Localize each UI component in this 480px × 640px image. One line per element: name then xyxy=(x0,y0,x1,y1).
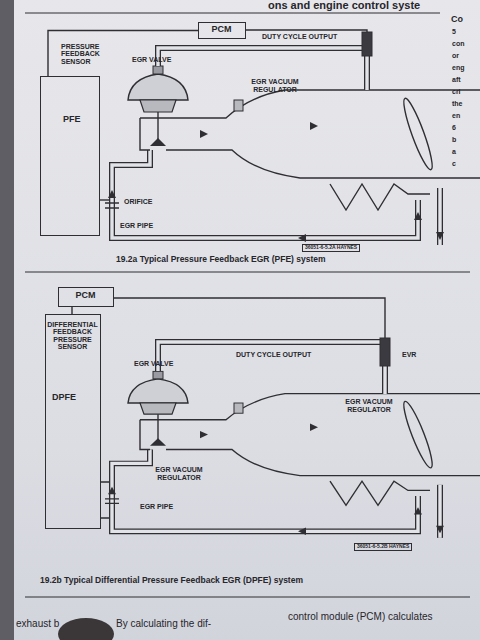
part-label: DUTY CYCLE OUTPUT xyxy=(262,33,362,41)
figure-rule xyxy=(25,272,470,273)
vacuum-hose xyxy=(364,56,370,90)
body-text: exhaust b xyxy=(16,618,76,629)
part-label: ORIFICE xyxy=(124,198,174,206)
part-label: EGR VALVE xyxy=(134,360,194,368)
part-label: b xyxy=(452,136,478,144)
signal-wire xyxy=(71,307,72,314)
body-text: By calculating the dif- xyxy=(116,618,276,629)
part-label: EGR VALVE xyxy=(132,56,192,64)
part-label: the xyxy=(452,100,478,108)
part-label: en xyxy=(452,112,478,120)
part-label: eng xyxy=(452,64,478,72)
figure-rule xyxy=(25,597,470,598)
part-label: 5 xyxy=(452,28,478,36)
evr-symbol xyxy=(362,32,372,56)
part-label: EGR PIPE xyxy=(120,222,170,230)
signal-wire xyxy=(48,31,198,77)
sensor-hose xyxy=(101,482,109,518)
part-label: or xyxy=(452,52,478,60)
thumb xyxy=(58,618,114,640)
controller-box: PCM xyxy=(198,22,246,39)
body-text: control module (PCM) calculates xyxy=(288,611,478,622)
evr-symbol xyxy=(380,338,390,366)
vacuum-hose-inner xyxy=(383,366,386,394)
part-label: aft xyxy=(452,76,478,84)
box-label: PFE xyxy=(63,115,97,124)
sensor-box: PRESSURE FEEDBACK SENSORPFE xyxy=(40,76,100,236)
part-label: cri xyxy=(452,88,478,96)
sensor-hose xyxy=(100,199,109,200)
part-label: EGR VACUUM REGULATOR xyxy=(334,398,404,413)
vacuum-hose-inner xyxy=(365,56,368,90)
duty-cycle-wire xyxy=(114,298,385,338)
part-label: DUTY CYCLE OUTPUT xyxy=(236,351,336,359)
sensor-heading: PRESSURE FEEDBACK SENSOR xyxy=(61,43,117,65)
vacuum-hose xyxy=(158,48,362,66)
figure-b-mechanism xyxy=(105,371,480,537)
header-rule xyxy=(25,13,440,14)
controller-box: PCM xyxy=(58,287,114,307)
sensor-box: DIFFERENTIAL FEEDBACK PRESSURE SENSOR DPF… xyxy=(45,314,101,529)
figure-caption: Co xyxy=(451,15,479,25)
part-label: EGR PIPE xyxy=(140,503,190,511)
part-label: EGR VACUUM REGULATOR xyxy=(244,78,306,93)
figure-id: 36051-6-5.2B HAYNES xyxy=(354,543,412,551)
box-label: PCM xyxy=(59,291,112,300)
sensor-heading: DIFFERENTIAL FEEDBACK PRESSURE SENSOR xyxy=(46,321,99,350)
vacuum-hose xyxy=(382,366,388,394)
part-label: con xyxy=(452,40,478,48)
part-label: 6 xyxy=(452,124,478,132)
part-label: a xyxy=(452,148,478,156)
book-edge xyxy=(0,0,14,640)
figure-a-mechanism xyxy=(105,66,480,245)
vacuum-hose-inner xyxy=(158,342,380,371)
box-label: DPFE xyxy=(52,393,96,402)
part-label: EVR xyxy=(402,351,432,359)
figure-caption: 19.2b Typical Differential Pressure Feed… xyxy=(40,576,440,585)
figure-id: 36051-6-5.2A HAYNES xyxy=(302,244,360,252)
figure-caption: 19.2a Typical Pressure Feedback EGR (PFE… xyxy=(116,255,436,264)
part-label: EGR VACUUM REGULATOR xyxy=(146,466,212,481)
box-label: PCM xyxy=(199,25,244,34)
duty-cycle-wire xyxy=(246,30,367,32)
body-text: ons and engine control syste xyxy=(268,0,480,11)
vacuum-hose-inner xyxy=(158,48,362,66)
part-label: c xyxy=(452,160,478,168)
vacuum-hose xyxy=(158,342,380,371)
